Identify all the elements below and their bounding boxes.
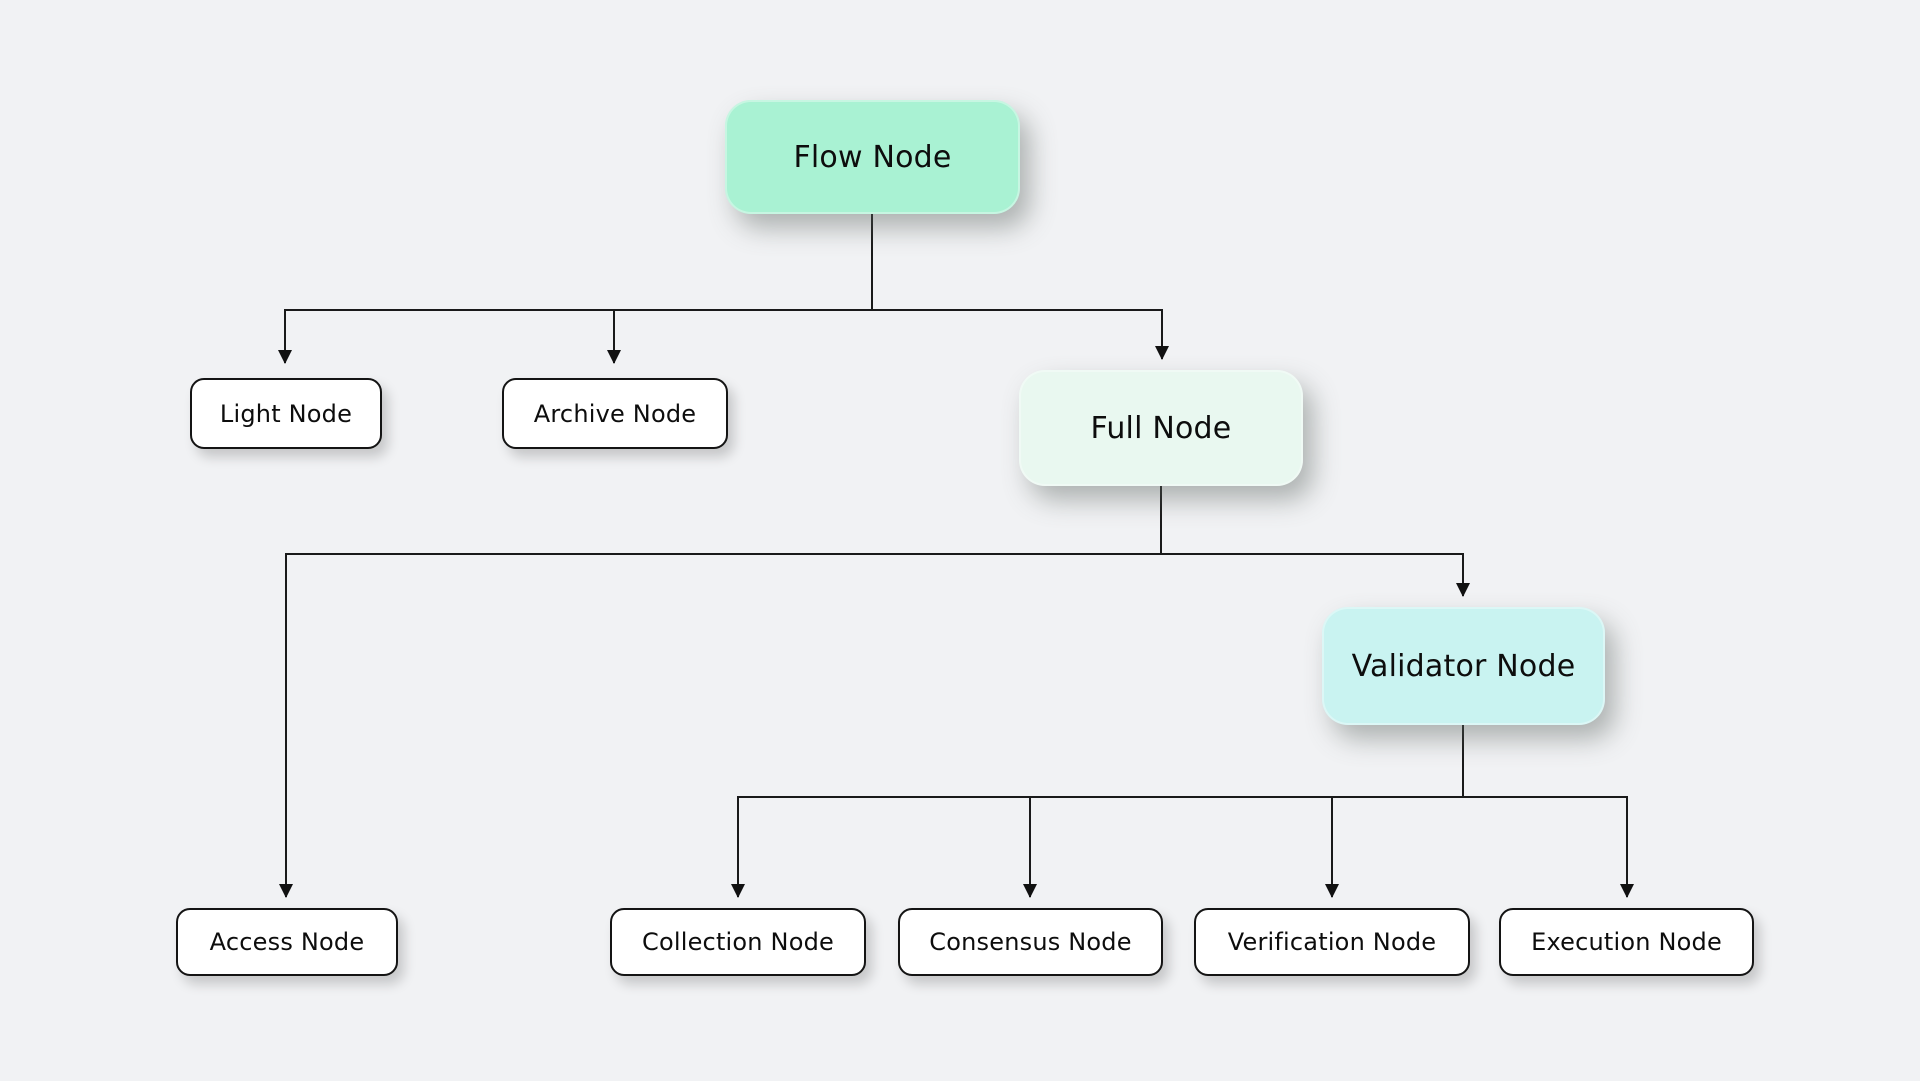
node-execution: Execution Node bbox=[1499, 908, 1754, 976]
node-consensus-label: Consensus Node bbox=[929, 928, 1132, 956]
node-archive-label: Archive Node bbox=[533, 399, 697, 428]
node-access: Access Node bbox=[176, 908, 398, 976]
node-archive: Archive Node bbox=[502, 378, 728, 449]
node-validator-label: Validator Node bbox=[1351, 648, 1576, 684]
node-verification-label: Verification Node bbox=[1227, 928, 1437, 956]
node-full-label: Full Node bbox=[1090, 410, 1232, 446]
node-execution-label: Execution Node bbox=[1531, 928, 1722, 956]
node-verification: Verification Node bbox=[1194, 908, 1470, 976]
node-access-label: Access Node bbox=[209, 928, 365, 956]
node-collection-label: Collection Node bbox=[642, 928, 834, 956]
node-light: Light Node bbox=[190, 378, 382, 449]
node-light-label: Light Node bbox=[219, 399, 353, 428]
node-full: Full Node bbox=[1019, 370, 1303, 486]
node-validator: Validator Node bbox=[1322, 607, 1605, 725]
node-flow: Flow Node bbox=[725, 100, 1020, 214]
node-flow-label: Flow Node bbox=[793, 139, 952, 175]
node-collection: Collection Node bbox=[610, 908, 866, 976]
node-consensus: Consensus Node bbox=[898, 908, 1163, 976]
